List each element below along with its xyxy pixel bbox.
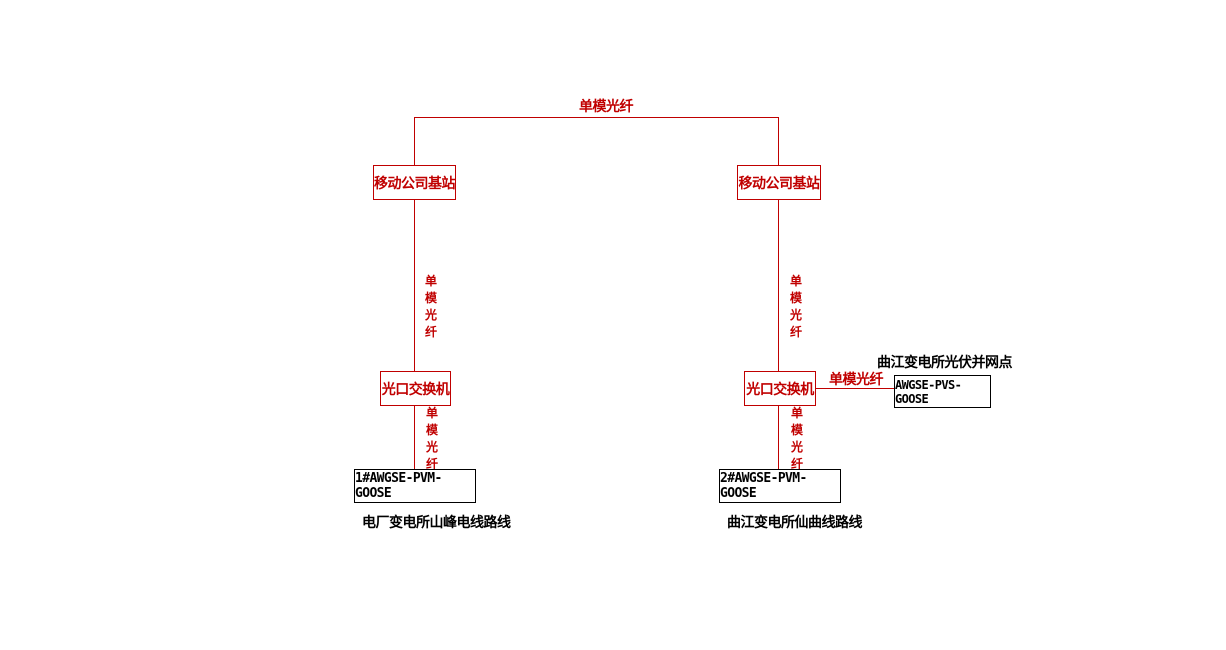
right-side-link-label: 单模光纤 — [829, 372, 884, 388]
top-link-label: 单模光纤 — [579, 99, 634, 115]
right-goose-device: 2#AWGSE-PVM-GOOSE — [719, 469, 841, 503]
left-goose-device: 1#AWGSE-PVM-GOOSE — [354, 469, 476, 503]
right-side-fiber — [816, 388, 894, 389]
right-side-caption: 曲江变电所光伏并网点 — [877, 355, 1013, 371]
left-upper-link-label: 单模光纤 — [424, 274, 437, 339]
left-base-station: 移动公司基站 — [373, 165, 456, 200]
left-lower-fiber — [414, 406, 415, 469]
left-optical-switch: 光口交换机 — [380, 371, 451, 406]
left-lower-link-label: 单模光纤 — [425, 406, 438, 471]
left-caption: 电厂变电所山峰电线路线 — [362, 515, 511, 531]
left-upper-fiber — [414, 200, 415, 371]
right-lower-link-label: 单模光纤 — [790, 406, 803, 471]
right-side-device: AWGSE-PVS-GOOSE — [894, 375, 991, 408]
top-fiber-link — [414, 117, 779, 118]
right-upper-fiber — [778, 200, 779, 371]
right-caption: 曲江变电所仙曲线路线 — [727, 515, 863, 531]
right-lower-fiber — [778, 406, 779, 469]
right-upper-link-label: 单模光纤 — [789, 274, 802, 339]
right-optical-switch: 光口交换机 — [744, 371, 816, 406]
right-base-station: 移动公司基站 — [737, 165, 821, 200]
left-top-riser — [414, 117, 415, 165]
right-top-riser — [778, 117, 779, 165]
